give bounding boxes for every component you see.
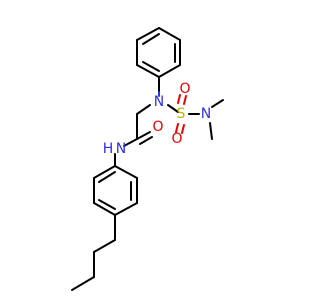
phenyl-ring-bottom: [93, 165, 138, 216]
atom-s-sulfonyl: S: [177, 106, 186, 122]
carbonyl-double-bond: [136, 131, 153, 145]
molecule-svg: N S O O N O N H: [71, 27, 224, 291]
molecule-structure-diagram: N S O O N O N H: [71, 27, 224, 291]
bond-carbonyl-namide: [123, 138, 138, 147]
bond-n-ch2: [136, 104, 151, 115]
atom-h-amide: H: [103, 141, 114, 157]
atom-n-dimethyl: N: [201, 106, 211, 122]
atom-o-sulfonyl-top: O: [179, 81, 190, 97]
atom-n-sulfonamide: N: [154, 94, 164, 110]
atom-o-carbonyl: O: [152, 119, 163, 135]
atom-o-sulfonyl-bottom: O: [171, 131, 182, 147]
bond-n-s: [167, 104, 179, 113]
dimethyl-groups: [209, 99, 224, 140]
sulfonyl-double-bonds: [175, 94, 187, 134]
phenyl-ring-top: [136, 27, 181, 78]
atom-n-amide: N: [116, 141, 126, 157]
butyl-chain: [71, 214, 116, 291]
